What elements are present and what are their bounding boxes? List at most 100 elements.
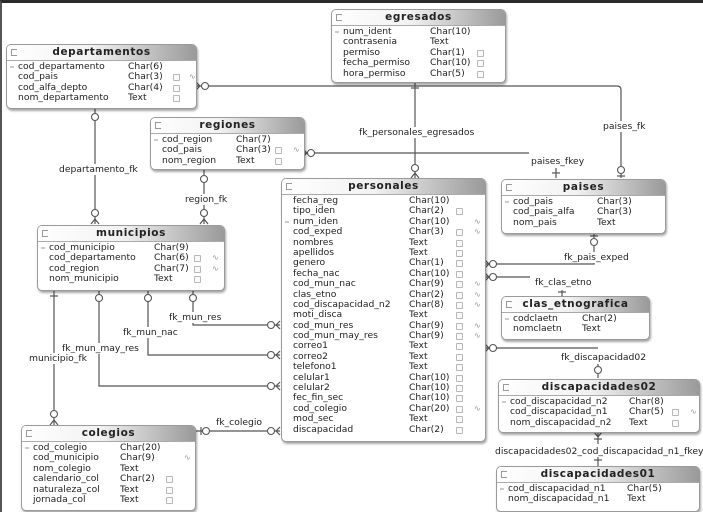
nullable-checkbox-icon: [456, 405, 463, 413]
nullable-checkbox-icon: [166, 476, 173, 484]
column-name: cod_pais: [18, 71, 58, 83]
link-paises-fk[interactable]: [196, 85, 622, 178]
column-name: cod_departamento: [18, 61, 105, 72]
column-name: num_ident: [343, 26, 392, 37]
primary-key-icon: [25, 447, 29, 449]
column-type: Char(4): [128, 81, 163, 93]
column-name: permiso: [343, 46, 381, 58]
table-header[interactable]: paises: [502, 180, 665, 196]
foreign-key-icon: ∿: [690, 407, 697, 417]
link-end-crow: [275, 426, 281, 432]
table-header[interactable]: discapacidades02: [499, 380, 699, 396]
table-header[interactable]: departamentos: [7, 45, 196, 61]
nullable-checkbox-icon: [194, 255, 201, 263]
link-fk-mun-nac[interactable]: [147, 290, 280, 356]
column-type: Char(20): [409, 402, 450, 414]
column-name: calendario_col: [33, 473, 99, 485]
column-name: cod_region: [49, 262, 100, 274]
column-type: Char(3): [597, 206, 632, 218]
table-header[interactable]: egresados: [332, 10, 505, 26]
column-name: cod_discapacidad_n2: [510, 396, 608, 407]
table-header[interactable]: personales: [282, 179, 485, 195]
table-header[interactable]: clas_etnografica: [502, 297, 649, 313]
label-fk-colegio: fk_colegio: [216, 417, 263, 428]
table-header[interactable]: discapacidades01: [497, 467, 699, 483]
table-header[interactable]: regiones: [151, 118, 304, 134]
nullable-checkbox-icon: [456, 426, 463, 434]
foreign-key-icon: ∿: [212, 263, 219, 273]
table-header[interactable]: municipios: [38, 226, 224, 242]
column-name: nom_discapacidad_n2: [510, 416, 612, 428]
nullable-checkbox-icon: [456, 395, 463, 403]
label-paises-fkey: paises_fkey: [531, 156, 585, 167]
link-fk-mun-may-res[interactable]: [98, 290, 280, 387]
table-header[interactable]: colegios: [22, 426, 195, 442]
